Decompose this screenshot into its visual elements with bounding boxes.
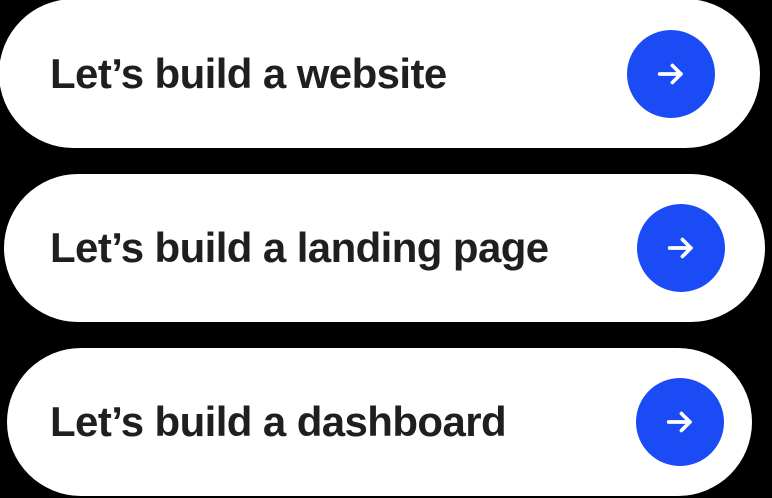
submit-suggestion-button[interactable] [627,29,715,118]
submit-suggestion-button[interactable] [636,378,724,466]
suggestion-label: Let’s build a website [50,49,447,97]
arrow-right-icon [657,63,683,84]
suggestion-card-landing-page[interactable]: Let’s build a landing page [4,174,765,322]
submit-suggestion-button[interactable] [637,204,725,292]
suggestion-card-website[interactable]: Let’s build a website [0,0,760,148]
suggestion-label: Let’s build a landing page [50,224,549,271]
suggestion-card-dashboard[interactable]: Let’s build a dashboard [7,348,752,496]
arrow-right-icon [667,237,693,259]
arrow-right-icon [666,411,692,433]
suggestion-label: Let’s build a dashboard [50,398,507,445]
